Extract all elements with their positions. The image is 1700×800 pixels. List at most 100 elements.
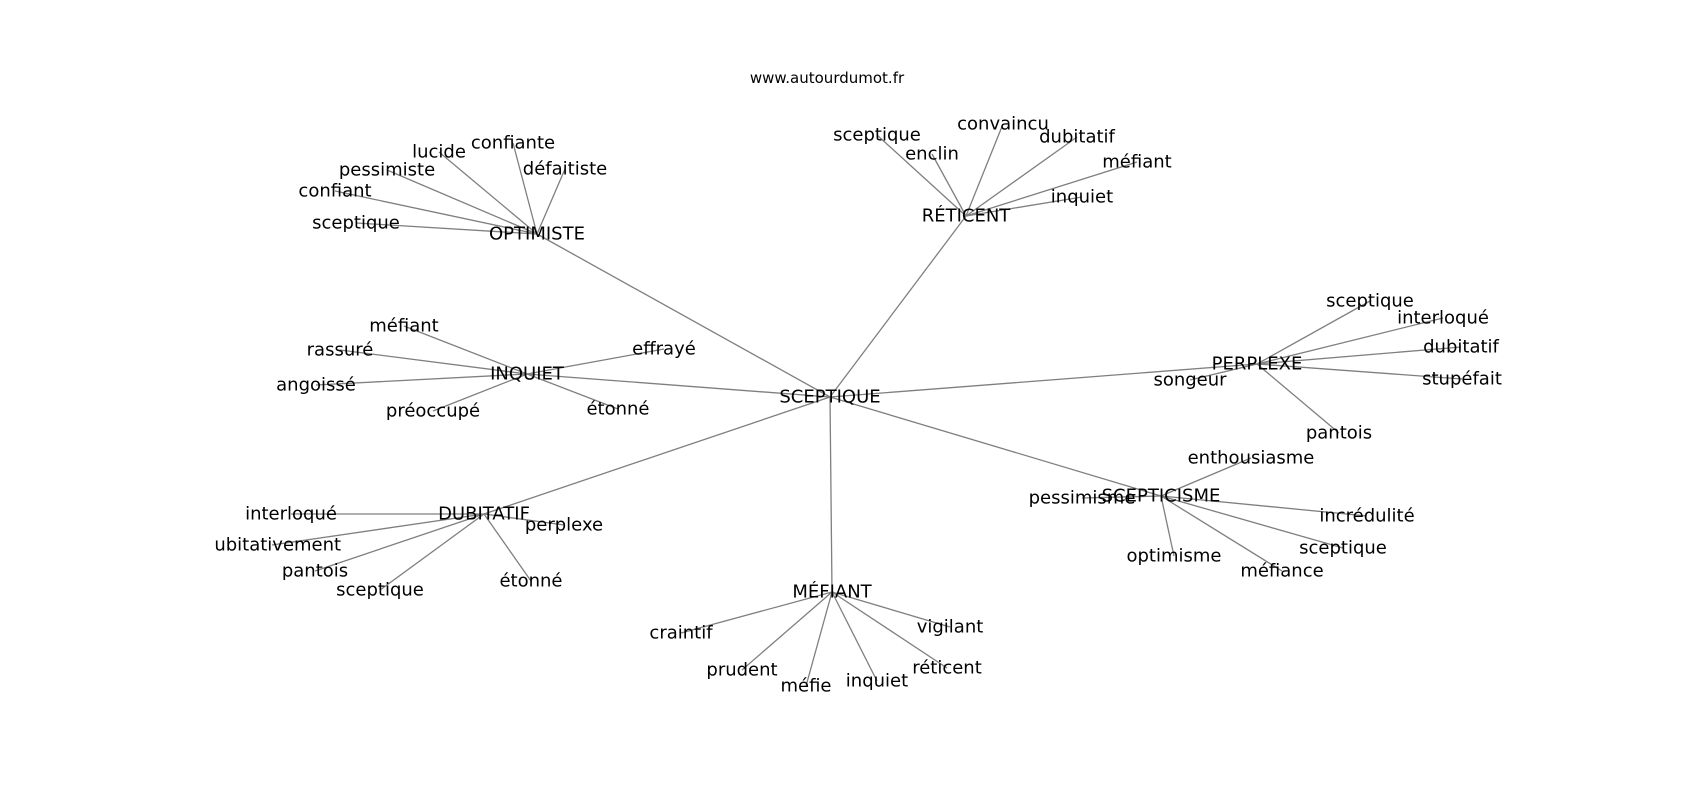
word-inquiet-5: effrayé — [632, 339, 696, 360]
word-reticent-4: méfiant — [1102, 152, 1171, 173]
edge-reticent-4 — [965, 161, 1138, 217]
word-perplexe-3: stupéfait — [1422, 369, 1502, 390]
edge-center-dubitatif — [483, 396, 831, 515]
edge-perplexe-0 — [1256, 300, 1371, 365]
hub-label-mefiant: MÉFIANT — [792, 581, 872, 603]
edge-optimiste-0 — [355, 222, 538, 235]
word-inquiet-2: angoissé — [276, 375, 356, 396]
edge-inquiet-3 — [432, 373, 528, 412]
word-reticent-0: sceptique — [833, 125, 921, 146]
edge-optimiste-1 — [334, 190, 538, 235]
word-reticent-1: enclin — [905, 144, 959, 165]
word-scepticisme-3: méfiance — [1240, 561, 1323, 582]
hub-label-perplexe: PERPLEXE — [1212, 354, 1303, 375]
edge-center-optimiste — [536, 233, 831, 398]
word-reticent-5: inquiet — [1051, 187, 1113, 208]
word-dubitatif-4: étonné — [499, 571, 562, 592]
word-optimiste-3: lucide — [412, 142, 466, 163]
edge-mefiant-5 — [831, 591, 951, 628]
edge-scepticisme-0 — [1160, 457, 1252, 497]
word-mefiant-5: vigilant — [917, 617, 984, 638]
center-node-label: SCEPTIQUE — [779, 387, 880, 408]
word-dubitatif-3: sceptique — [336, 580, 424, 601]
word-scepticisme-4: optimisme — [1126, 546, 1221, 567]
edge-scepticisme-1 — [1160, 495, 1368, 517]
word-scepticisme-0: enthousiasme — [1188, 448, 1315, 469]
edge-inquiet-5 — [526, 348, 665, 375]
word-optimiste-1: confiant — [298, 181, 371, 202]
word-inquiet-3: préoccupé — [386, 401, 480, 422]
word-inquiet-0: méfiant — [369, 316, 438, 337]
edge-inquiet-2 — [315, 373, 528, 386]
edge-mefiant-1 — [741, 591, 833, 671]
edge-perplexe-5 — [1189, 363, 1258, 381]
edge-reticent-1 — [931, 153, 967, 217]
word-inquiet-1: rassuré — [307, 340, 374, 361]
edge-mefiant-0 — [680, 591, 833, 634]
word-mefiant-0: craintif — [649, 623, 713, 644]
edge-center-inquiet — [526, 373, 831, 398]
word-mefiant-3: inquiet — [846, 671, 908, 692]
edge-center-mefiant — [829, 396, 833, 593]
edge-perplexe-1 — [1256, 317, 1444, 365]
edge-scepticisme-4 — [1160, 495, 1175, 557]
word-reticent-2: convaincu — [957, 114, 1049, 135]
edge-reticent-2 — [965, 123, 1004, 217]
edge-dubitatif-3 — [379, 513, 485, 591]
word-perplexe-0: sceptique — [1326, 291, 1414, 312]
edge-reticent-3 — [965, 136, 1078, 217]
edge-dubitatif-1 — [271, 513, 485, 546]
hub-label-dubitatif: DUBITATIF — [438, 504, 530, 525]
word-perplexe-2: dubitatif — [1423, 337, 1499, 358]
word-inquiet-4: étonné — [586, 399, 649, 420]
edge-reticent-0 — [876, 134, 967, 217]
edge-perplexe-3 — [1256, 363, 1463, 380]
word-perplexe-5: songeur — [1153, 370, 1227, 391]
edge-perplexe-2 — [1256, 346, 1462, 365]
word-perplexe-4: pantois — [1306, 423, 1372, 444]
hub-label-reticent: RÉTICENT — [922, 205, 1012, 227]
word-scepticisme-5: pessimisme — [1029, 488, 1136, 509]
edge-inquiet-0 — [403, 325, 528, 375]
edge-dubitatif-2 — [314, 513, 485, 572]
edge-optimiste-2 — [386, 169, 538, 235]
word-scepticisme-1: incrédulité — [1319, 506, 1414, 527]
word-optimiste-2: pessimiste — [339, 160, 435, 181]
edge-dubitatif-4 — [483, 513, 532, 582]
word-dubitatif-0: interloqué — [245, 504, 337, 525]
edge-dubitatif-5 — [483, 513, 565, 526]
word-reticent-3: dubitatif — [1039, 127, 1115, 148]
edge-scepticisme-2 — [1160, 495, 1344, 549]
edge-optimiste-5 — [536, 168, 566, 235]
word-dubitatif-2: pantois — [282, 561, 348, 582]
edge-inquiet-1 — [339, 349, 528, 375]
word-dubitatif-1: dubitativement — [203, 535, 341, 556]
edge-perplexe-4 — [1256, 363, 1340, 434]
word-optimiste-0: sceptique — [312, 213, 400, 234]
word-optimiste-5: défaitiste — [523, 159, 607, 180]
edge-scepticisme-3 — [1160, 495, 1283, 572]
hub-label-inquiet: INQUIET — [490, 364, 565, 385]
word-mefiant-4: réticent — [912, 658, 982, 679]
edge-center-perplexe — [829, 363, 1258, 398]
site-credit: www.autourdumot.fr — [750, 69, 905, 87]
edge-mefiant-4 — [831, 591, 948, 669]
word-mefiant-1: prudent — [706, 660, 777, 681]
hub-label-scepticisme: SCEPTICISME — [1102, 486, 1221, 507]
edge-mefiant-2 — [805, 591, 833, 687]
word-optimiste-4: confiante — [471, 133, 555, 154]
word-scepticisme-2: sceptique — [1299, 538, 1387, 559]
word-perplexe-1: interloqué — [1397, 308, 1489, 329]
word-dubitatif-5: perplexe — [525, 515, 603, 536]
edge-optimiste-3 — [438, 151, 538, 235]
edge-optimiste-4 — [512, 142, 538, 235]
edge-reticent-5 — [965, 196, 1083, 217]
edge-inquiet-4 — [526, 373, 619, 410]
edge-center-scepticisme — [829, 396, 1162, 497]
word-mefiant-2: méfie — [780, 676, 831, 697]
edge-center-reticent — [829, 215, 967, 398]
edge-scepticisme-5 — [1081, 495, 1162, 499]
hub-label-optimiste: OPTIMISTE — [489, 224, 585, 245]
edge-mefiant-3 — [831, 591, 878, 682]
